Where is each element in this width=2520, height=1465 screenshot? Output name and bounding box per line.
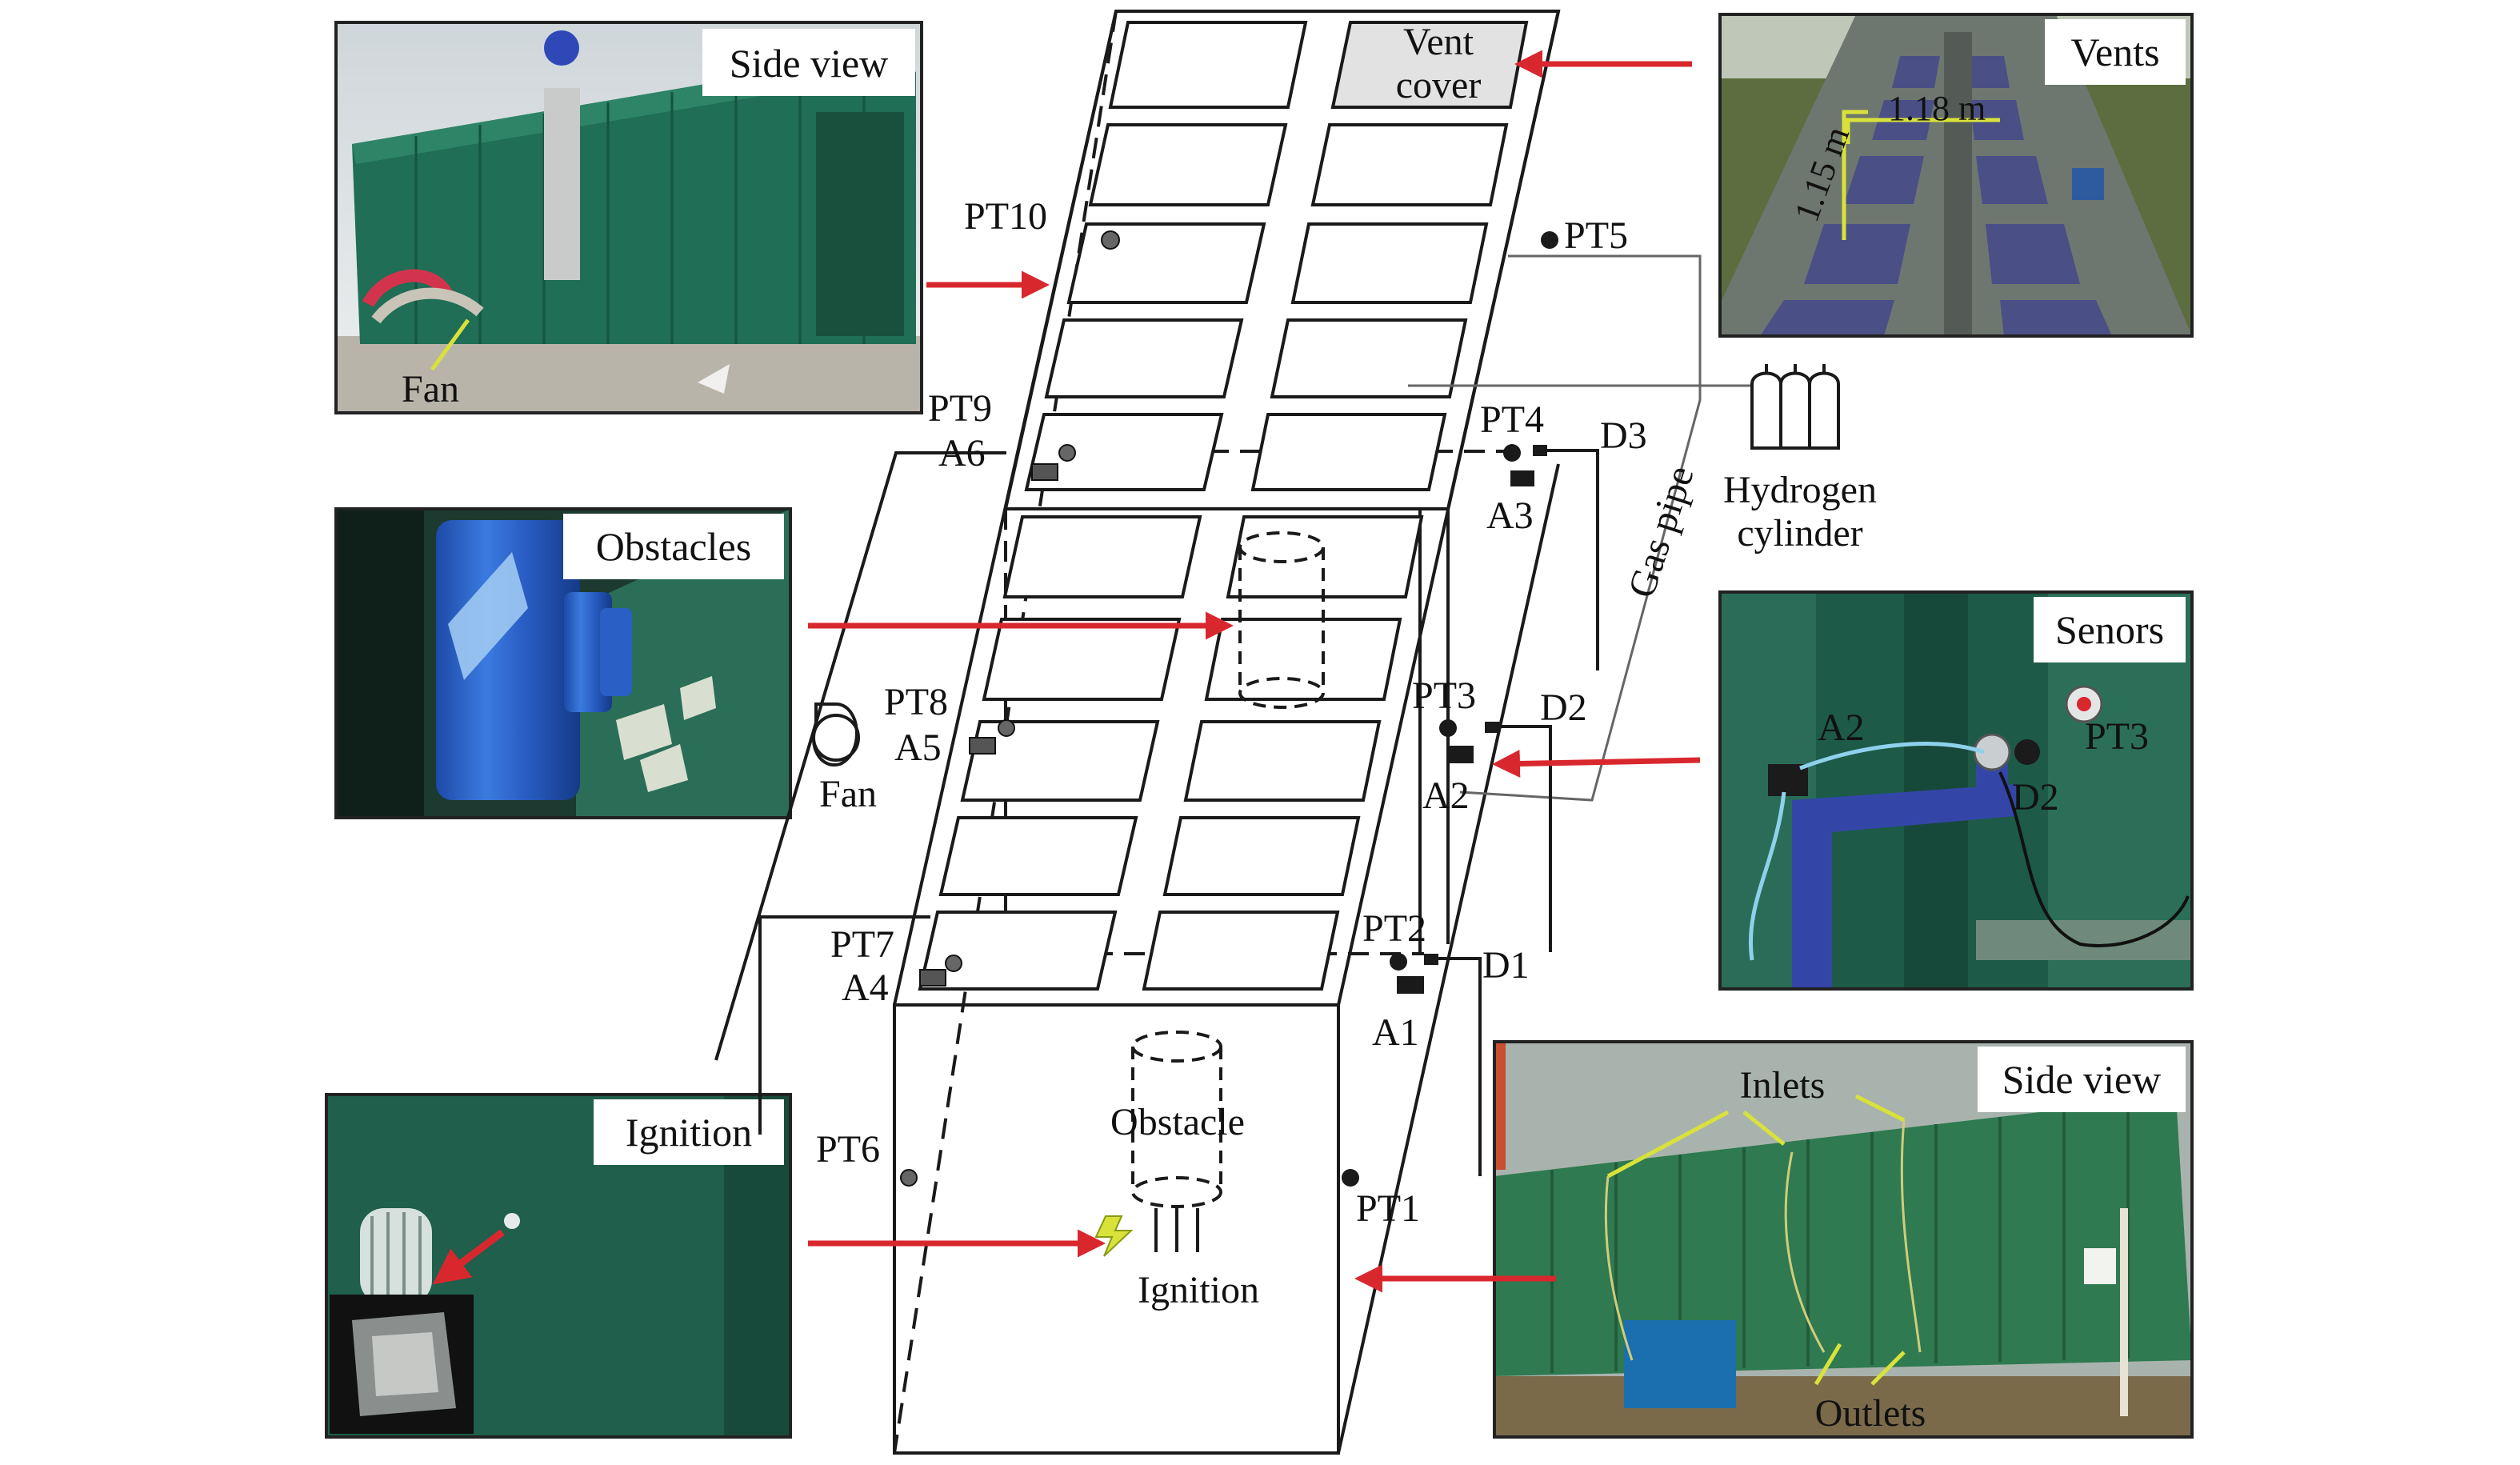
photo-label-side-view-bottom: Side view: [2002, 1057, 2162, 1102]
photo-obstacles: Obstacles: [334, 507, 792, 819]
label-a2: A2: [1422, 775, 1470, 817]
fan-icon: [811, 702, 860, 767]
vent-width-dimension: 1.18 m: [1888, 89, 1986, 128]
label-hydrogen-cylinder-1: Hydrogen: [1723, 469, 1877, 511]
schematic-labels: Vent cover PT10 PT5 PT9 A6 PT4 D3 A3 Hyd…: [816, 21, 1877, 1311]
photo-pointer-arrows: [808, 50, 1701, 1293]
label-pt6: PT6: [816, 1128, 880, 1171]
photo-label-ignition: Ignition: [626, 1110, 752, 1155]
displacement-sensors: [1424, 445, 1547, 965]
photo-label-senors: Senors: [2055, 607, 2164, 652]
photo-senors-label-a2: A2: [1818, 706, 1865, 749]
label-a4: A4: [842, 967, 889, 1009]
hydrogen-cylinder-icon: [1750, 364, 1840, 450]
photo-side-view-bottom: Side view Inlets Outlets: [1493, 1040, 2194, 1439]
photo-senors-label-d2: D2: [2012, 776, 2059, 819]
label-pt5: PT5: [1564, 214, 1628, 257]
label-pt8: PT8: [884, 681, 948, 723]
photo-vents: 1.18 m 1.15 m Vents: [1718, 13, 2194, 338]
label-pt2: PT2: [1362, 907, 1426, 950]
floor-light-patches: [616, 676, 716, 792]
label-a5: A5: [894, 726, 942, 769]
sensor-cables: [714, 449, 1599, 1176]
photo-label-vents: Vents: [2070, 30, 2159, 74]
label-vent-cover-2: cover: [1396, 64, 1482, 106]
obstacle-legs: [1154, 1208, 1199, 1252]
chamber-front-face: [893, 1003, 1340, 1455]
photo-label-inlets: Inlets: [1740, 1064, 1826, 1107]
label-pt7: PT7: [830, 923, 894, 966]
label-ignition: Ignition: [1138, 1269, 1259, 1311]
label-d2: D2: [1540, 686, 1587, 729]
label-gas-pipe: Gas pipe: [1620, 461, 1702, 602]
photo-senors: Senors A2 PT3 D2: [1718, 590, 2194, 991]
label-pt10: PT10: [964, 195, 1047, 238]
obstacle-cylinders: [1131, 531, 1325, 1208]
photo-senors-label-pt3: PT3: [2085, 715, 2149, 758]
photo-label-fan: Fan: [402, 368, 459, 410]
label-a6: A6: [938, 432, 986, 474]
photo-label-outlets: Outlets: [1815, 1392, 1926, 1435]
label-d3: D3: [1600, 414, 1647, 457]
label-vent-cover-1: Vent: [1403, 21, 1474, 63]
label-obstacle: Obstacle: [1110, 1101, 1245, 1143]
photo-label-obstacles: Obstacles: [596, 524, 751, 569]
inlet-outlet-callouts: [1606, 1094, 1906, 1386]
photo-label-side-view: Side view: [730, 41, 889, 86]
label-a3: A3: [1486, 494, 1534, 537]
label-pt1: PT1: [1356, 1187, 1420, 1230]
label-pt4: PT4: [1480, 398, 1544, 441]
label-fan: Fan: [819, 773, 877, 815]
vent-panels: [1760, 56, 2112, 336]
pressure-transducers: [900, 230, 1558, 1187]
label-a1: A1: [1372, 1011, 1419, 1054]
accelerometers: [919, 463, 1534, 994]
label-pt3: PT3: [1412, 674, 1476, 717]
photo-side-view-top: Side view Fan: [334, 21, 923, 414]
label-hydrogen-cylinder-2: cylinder: [1737, 512, 1862, 554]
label-d1: D1: [1482, 944, 1530, 987]
label-pt9: PT9: [928, 387, 992, 430]
vent-grid: [918, 21, 1529, 991]
spark-icon: [1094, 1215, 1134, 1257]
photo-ignition: Ignition: [325, 1093, 792, 1439]
